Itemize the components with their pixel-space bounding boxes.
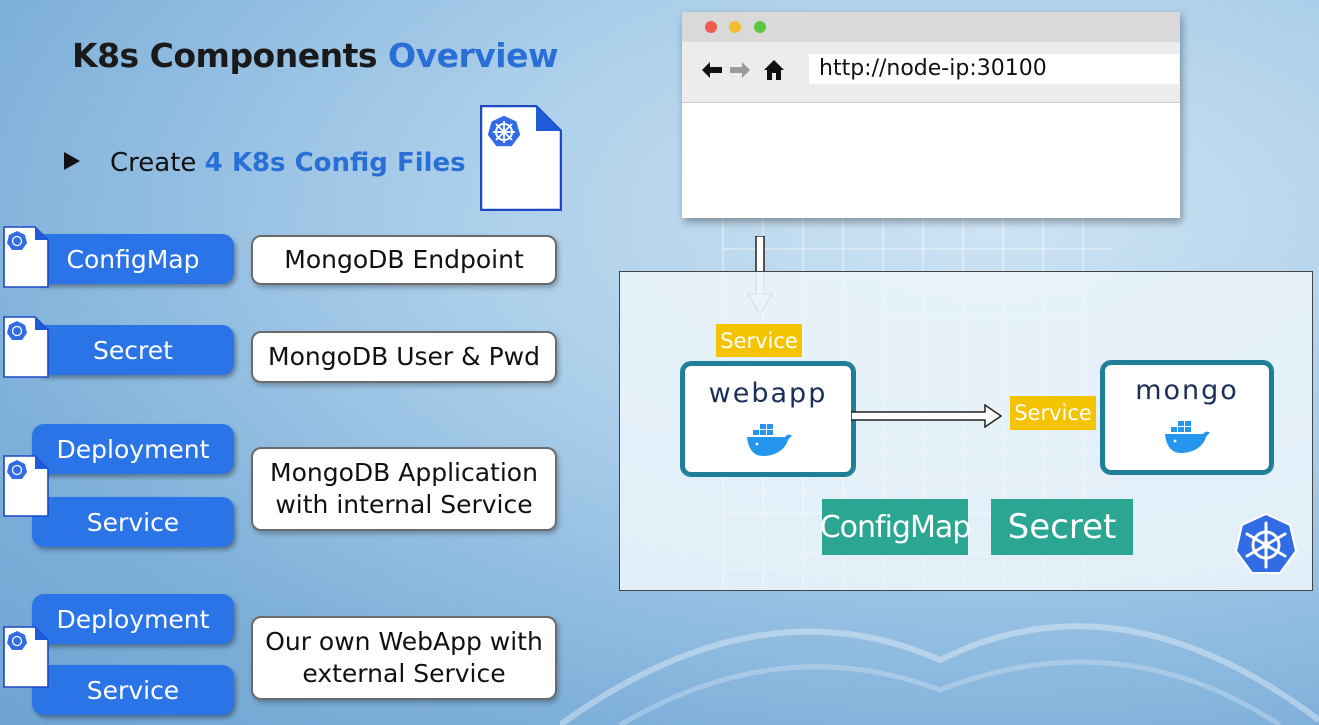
webapp-service-label: Service xyxy=(716,324,802,357)
service-pill: Service xyxy=(32,497,234,547)
bullet-line: Create 4 K8s Config Files xyxy=(64,148,466,178)
kubernetes-wheel-icon xyxy=(486,114,522,148)
bullet-highlight: 4 K8s Config Files xyxy=(204,148,466,178)
docker-whale-icon xyxy=(1165,421,1210,453)
close-dot-icon[interactable] xyxy=(705,21,717,33)
configmap-pill: ConfigMap xyxy=(32,234,234,284)
service-pill: Service xyxy=(32,665,234,715)
secret-box: Secret xyxy=(991,499,1133,555)
kubernetes-wheel-icon xyxy=(1234,512,1298,574)
title-main: K8s Components xyxy=(72,36,378,75)
deployment-pill: Deployment xyxy=(32,594,234,644)
document-icon xyxy=(3,455,49,517)
description-line: Our own WebApp with xyxy=(265,626,543,656)
play-triangle-icon xyxy=(64,152,80,170)
url-bar[interactable]: http://node-ip:30100 xyxy=(809,54,1179,84)
document-icon xyxy=(480,105,562,211)
maximize-dot-icon[interactable] xyxy=(754,21,766,33)
description-line: with internal Service xyxy=(275,490,533,519)
forward-arrow-icon[interactable] xyxy=(728,59,752,81)
page-title: K8s Components Overview xyxy=(72,36,558,75)
browser-titlebar xyxy=(682,12,1180,42)
deployment-pill: Deployment xyxy=(32,424,234,474)
webapp-label: webapp xyxy=(708,378,828,409)
description-box: Our own WebApp with external Service xyxy=(251,616,557,700)
description-line: external Service xyxy=(302,659,506,688)
description-line: MongoDB Application xyxy=(270,457,538,487)
mongo-service-label: Service xyxy=(1010,396,1096,430)
secret-pill: Secret xyxy=(32,325,234,375)
mongo-pod: mongo xyxy=(1100,360,1274,475)
minimize-dot-icon[interactable] xyxy=(729,21,741,33)
background-arc xyxy=(560,623,1319,725)
title-highlight: Overview xyxy=(388,36,558,75)
description-box: MongoDB Endpoint xyxy=(251,235,557,285)
back-arrow-icon[interactable] xyxy=(700,59,724,81)
configmap-box: ConfigMap xyxy=(820,499,971,555)
docker-whale-icon xyxy=(747,424,792,456)
description-box: MongoDB Application with internal Servic… xyxy=(251,447,557,531)
document-icon xyxy=(3,316,49,378)
home-icon[interactable] xyxy=(762,58,786,82)
browser-toolbar: http://node-ip:30100 xyxy=(682,42,1180,103)
browser-window: http://node-ip:30100 xyxy=(682,12,1180,218)
mongo-label: mongo xyxy=(1135,375,1239,406)
document-icon xyxy=(3,626,49,688)
webapp-pod: webapp xyxy=(680,361,856,477)
bullet-prefix: Create xyxy=(110,148,197,178)
description-box: MongoDB User & Pwd xyxy=(251,331,557,383)
webapp-to-mongo-arrow xyxy=(851,403,1003,429)
document-icon xyxy=(3,226,49,288)
